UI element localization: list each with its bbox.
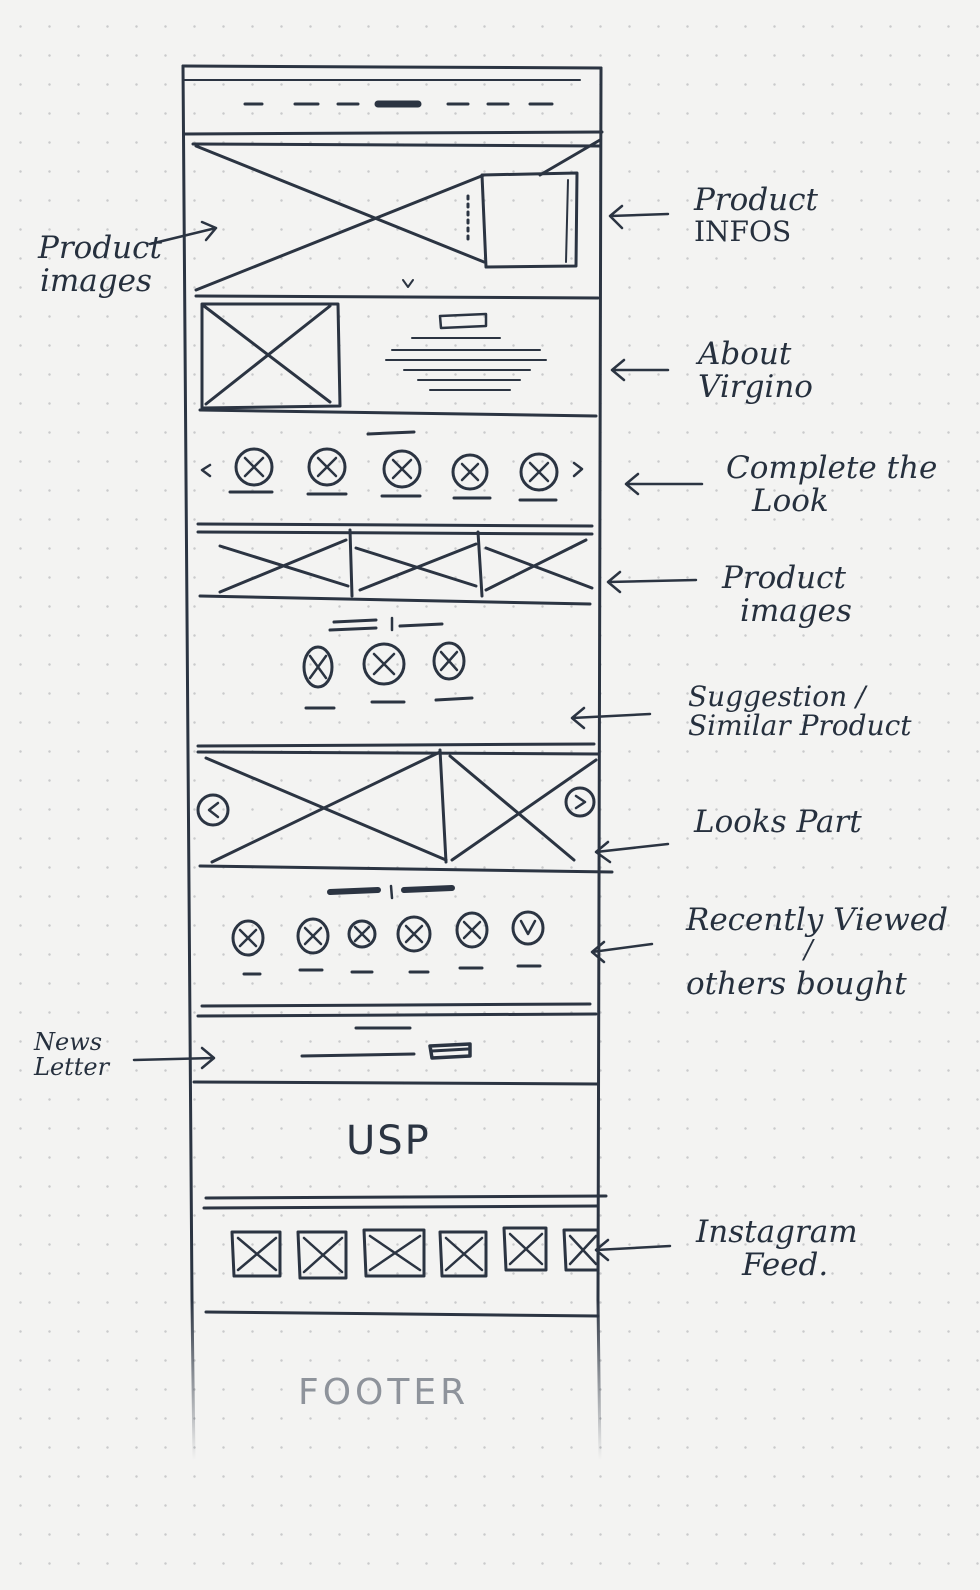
note-recently-viewed: Recently Viewed / others bought <box>686 902 948 1002</box>
arrow-product-images-left <box>148 220 218 246</box>
looks-part-sketch <box>196 748 614 874</box>
arrow-instagram <box>594 1238 672 1262</box>
instagram-feed-sketch <box>202 1204 600 1318</box>
arrow-about <box>610 358 670 382</box>
footer-section-label: FOOTER <box>298 1372 470 1413</box>
arrow-complete-look <box>624 472 704 496</box>
note-newsletter: News Letter <box>34 1028 110 1082</box>
page-frame <box>181 64 603 1462</box>
arrow-looks-part <box>594 840 670 864</box>
product-infos-box <box>480 171 579 269</box>
note-complete-the-look: Complete the Look <box>726 450 938 519</box>
note-product-images-left: Product images <box>38 230 162 299</box>
recently-viewed-sketch <box>200 884 592 1008</box>
note-product-infos: Product INFOS <box>694 182 818 248</box>
annotation-arrows <box>132 204 704 1262</box>
about-section-sketch <box>198 302 598 418</box>
suggestion-section-sketch <box>196 616 596 748</box>
scroll-chevron-icon <box>402 279 414 288</box>
complete-the-look-sketch <box>196 430 594 528</box>
note-instagram-feed: Instagram Feed. <box>696 1214 858 1283</box>
arrow-recently-viewed <box>590 940 654 964</box>
arrow-newsletter <box>132 1046 216 1070</box>
note-about-virgino: About Virgino <box>698 336 813 405</box>
note-suggestion: Suggestion / Similar Product <box>688 680 912 743</box>
arrow-suggestion <box>570 706 652 730</box>
hero-product-images <box>191 138 602 300</box>
usp-divider <box>204 1194 608 1200</box>
note-product-images-right: Product images <box>722 560 852 629</box>
arrow-product-infos <box>608 204 670 230</box>
product-images-strip <box>196 528 594 606</box>
newsletter-sketch <box>192 1012 600 1086</box>
note-looks-part: Looks Part <box>694 804 862 840</box>
arrow-product-images-right <box>606 570 698 594</box>
header-nav-sketch <box>182 79 604 136</box>
usp-section-label: USP <box>346 1118 431 1164</box>
